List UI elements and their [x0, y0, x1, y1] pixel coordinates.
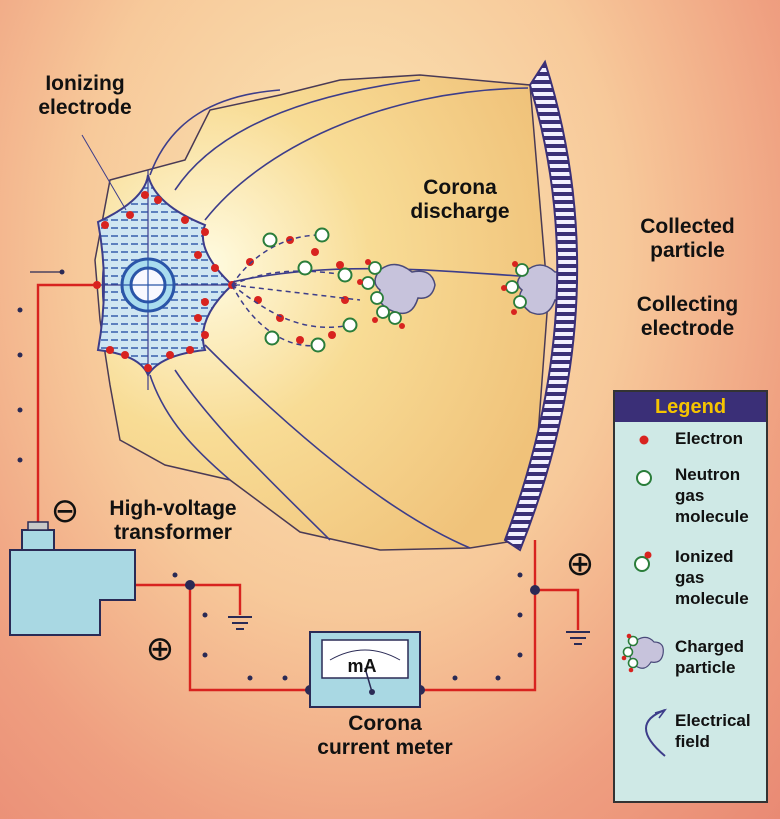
label-transformer-line2: transformer — [114, 521, 232, 544]
label-collecting-line1: Collecting — [636, 293, 739, 316]
legend-field-line1: Electrical — [675, 711, 751, 730]
legend-ionized-line2: gas — [675, 568, 705, 587]
label-meter-line2: current meter — [317, 736, 453, 759]
legend-field-line2: field — [675, 732, 710, 751]
corona-current-meter — [309, 631, 421, 708]
legend-neutral-line3: molecule — [675, 507, 749, 526]
label-collecting-line2: electrode — [640, 317, 735, 340]
legend-panel: Legend Electron Neutron gas molecule Ion… — [613, 390, 768, 803]
legend-neutral-line1: Neutron — [675, 465, 741, 484]
negative-polarity-symbol: ⊖ — [51, 491, 80, 531]
charged-particle-icon — [621, 633, 664, 673]
legend-charged-line1: Charged — [675, 637, 744, 656]
ionized-molecule-icon — [634, 551, 652, 572]
label-current-meter: Corona current meter — [305, 712, 465, 760]
label-transformer: High-voltage transformer — [98, 497, 248, 545]
collecting-electrode — [503, 59, 579, 552]
high-voltage-transformer — [9, 521, 136, 636]
meter-unit-label: mA — [347, 656, 376, 676]
label-corona-line1: Corona — [423, 176, 497, 199]
label-ionizing-line2: electrode — [38, 96, 132, 119]
label-collected-line1: Collected — [640, 215, 735, 238]
legend-electron-line1: Electron — [675, 429, 744, 448]
label-collected-line2: particle — [650, 239, 725, 262]
label-meter-line1: Corona — [348, 712, 422, 735]
legend-neutral-line2: gas — [675, 486, 705, 505]
label-collecting-electrode: Collecting electrode — [620, 293, 755, 341]
legend-ionized-line1: Ionized — [675, 547, 734, 566]
neutral-molecule-icon — [636, 470, 652, 486]
label-transformer-line1: High-voltage — [109, 497, 237, 520]
label-ionizing-line1: Ionizing — [45, 72, 125, 95]
electron-icon — [639, 435, 649, 445]
positive-polarity-symbol-right: ⊕ — [566, 544, 595, 584]
label-corona-line2: discharge — [410, 200, 510, 223]
wire-electron-markers — [17, 269, 523, 681]
label-ionizing-electrode: Ionizing electrode — [20, 72, 150, 120]
label-collected-particle: Collected particle — [620, 215, 755, 263]
legend-charged-line2: particle — [675, 658, 736, 677]
charged-particle-center — [357, 259, 436, 329]
ground-symbol-right — [566, 631, 590, 645]
legend-ionized-line3: molecule — [675, 589, 749, 608]
field-line-icon — [645, 708, 667, 757]
positive-polarity-symbol-left: ⊕ — [146, 629, 175, 669]
legend-title: Legend — [615, 392, 766, 422]
neutral-molecules — [262, 227, 358, 353]
label-corona-discharge: Corona discharge — [395, 176, 525, 224]
ionizing-electrode — [81, 134, 240, 390]
ground-symbol-left — [228, 616, 252, 630]
